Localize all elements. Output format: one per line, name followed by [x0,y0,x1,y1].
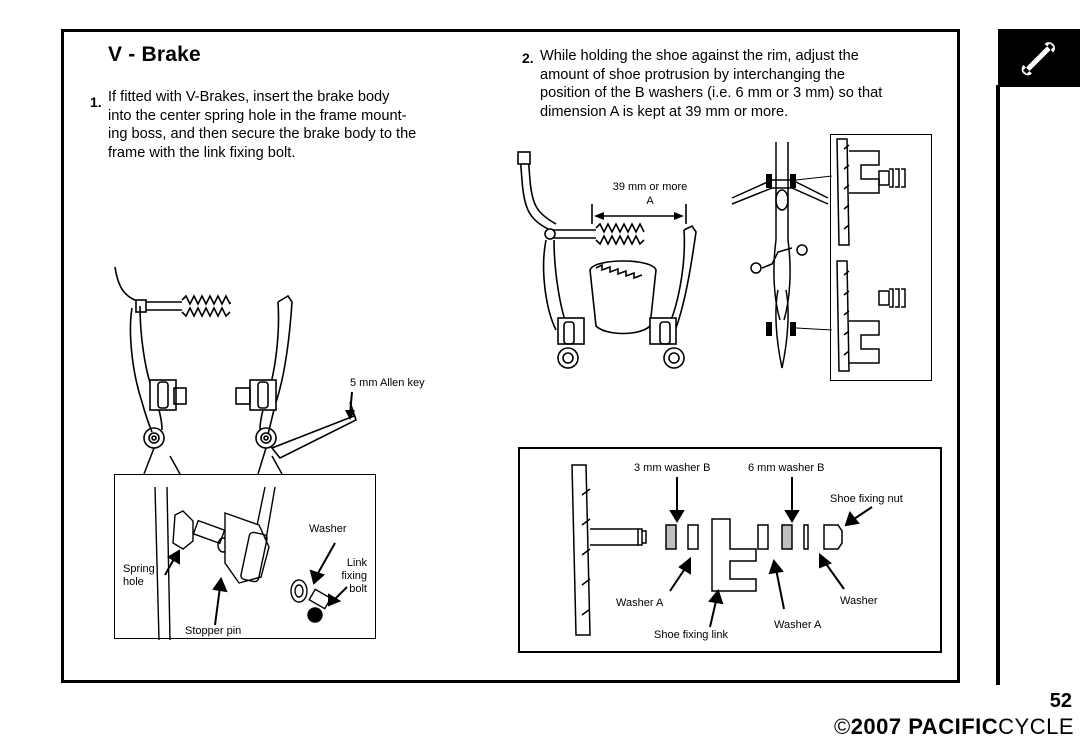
washer-b-3mm-label: 3 mm washer B [634,462,711,474]
brand-bold: PACIFIC [908,714,999,739]
shoe-fixing-link-label: Shoe fixing link [654,629,728,641]
copyright-symbol: © [833,714,851,739]
washer-a-right-label: Washer A [774,619,822,631]
step-1-line: ing boss, and then secure the brake body… [108,126,417,142]
brake-mount-detail-drawing [154,486,348,641]
detail-callout: Washer Link fixing bolt Spring hole Stop… [114,474,376,641]
step-1-line: into the center spring hole in the frame… [108,107,407,124]
step-1-text: If fitted with V-Brakes, insert the brak… [108,88,488,162]
stopper-pin-label: Stopper pin [185,625,242,637]
label-line: Spring [123,563,155,575]
copyright-year: 2007 [850,714,902,739]
section-tab [998,29,1080,87]
section-title: V - Brake [108,43,201,66]
label-line: fixing [341,570,367,582]
copyright-footer: ©2007 PACIFICCYCLE [834,714,1074,740]
brake-pad-detail-box [830,134,932,381]
wrench-icon [1021,42,1055,76]
step-2-line: position of the B washers (i.e. 6 mm or … [540,85,883,101]
step-2-line: While holding the shoe against the rim, … [540,48,859,64]
side-rule [996,85,1000,685]
step-2-text: While holding the shoe against the rim, … [540,47,940,121]
v-brake-installation-diagram [114,266,357,475]
bike-top-view-diagram [731,142,833,369]
link-fixing-bolt-label: Link fixing bolt [341,557,367,596]
step-1-line: frame with the link fixing bolt. [108,144,296,161]
step-1-line: If fitted with V-Brakes, insert the brak… [108,89,390,105]
washer-arrangement-panel: 3 mm washer B 6 mm washer B Shoe fixing … [518,447,942,653]
spring-hole-label: Spring hole [123,563,155,589]
content-frame [61,29,960,683]
washer-a-left-label: Washer A [616,597,664,609]
label-line: Link [346,557,367,569]
brand-regular: CYCLE [998,714,1074,739]
step-2-line: dimension A is kept at 39 mm or more. [540,103,789,120]
step-2-number: 2. [522,50,534,66]
page-number: 52 [1049,690,1072,712]
label-line: bolt [349,583,367,595]
washer-b-6mm-label: 6 mm washer B [748,462,825,474]
allen-key-label: 5 mm Allen key [350,377,425,389]
step-2-line: amount of shoe protrusion by interchangi… [540,66,846,83]
shoe-protrusion-diagram [517,151,697,369]
label-line: hole [123,576,144,588]
shoe-fixing-nut-label: Shoe fixing nut [830,493,903,505]
dimension-label: 39 mm or more [612,181,688,193]
washer-exploded-view [571,464,873,636]
washer-label: Washer [309,523,347,535]
washer-right-label: Washer [840,595,878,607]
dimension-letter: A [646,195,654,207]
brake-pad-drawings [836,138,906,372]
step-1-number: 1. [90,94,102,110]
